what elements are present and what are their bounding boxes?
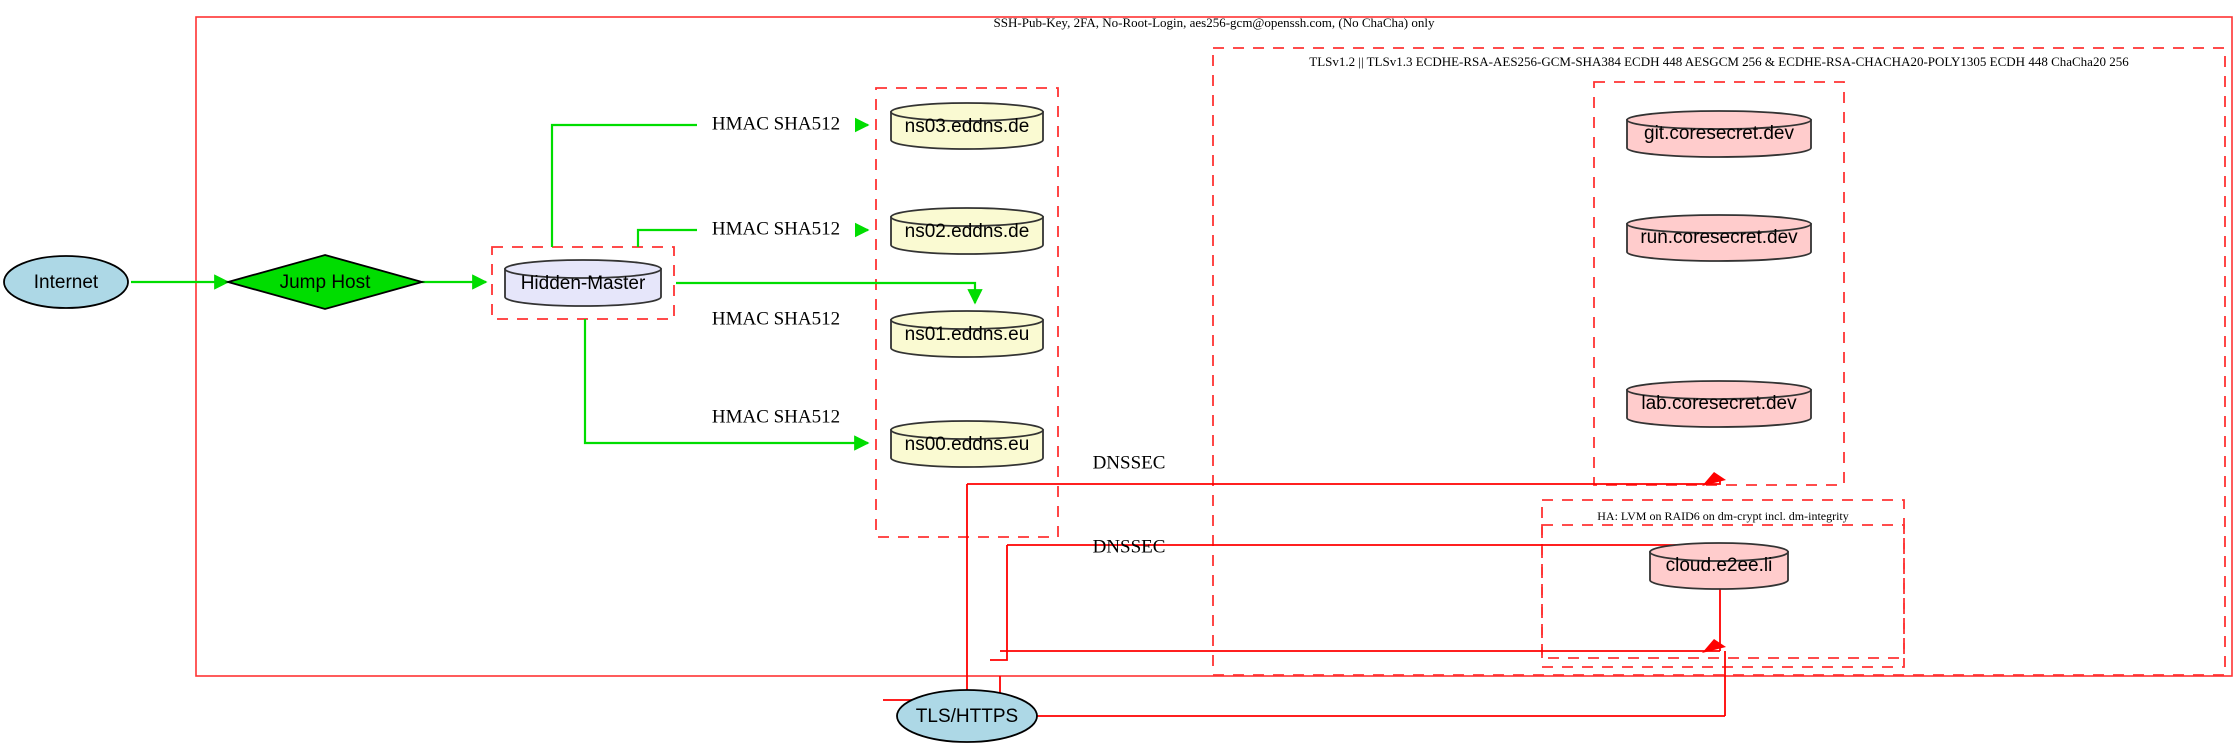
node-cloud-e2ee[interactable]: cloud.e2ee.li bbox=[1649, 542, 1789, 590]
node-ns01[interactable]: ns01.eddns.eu bbox=[890, 310, 1044, 358]
node-run-coresecret[interactable]: run.coresecret.dev bbox=[1626, 214, 1812, 262]
node-lab-coresecret[interactable]: lab.coresecret.dev bbox=[1626, 380, 1812, 428]
edge-label-dnssec-upper: DNSSEC bbox=[1093, 452, 1166, 473]
edge-tls-to-cloud-leg bbox=[990, 545, 1008, 661]
node-internet-label: Internet bbox=[34, 272, 99, 293]
edge-tls-to-cloud-arrowhead bbox=[1702, 639, 1726, 653]
node-tls-https[interactable]: TLS/HTTPS bbox=[896, 689, 1038, 743]
node-git-coresecret-label: git.coresecret.dev bbox=[1644, 123, 1794, 144]
edge-label-hmac-ns03-bg bbox=[697, 114, 855, 134]
edge-tls-to-cloud-mid bbox=[1007, 544, 1721, 651]
node-jump-host-label: Jump Host bbox=[280, 272, 372, 293]
node-run-coresecret-label: run.coresecret.dev bbox=[1640, 227, 1798, 248]
cluster-coresecret-zone bbox=[1593, 81, 1845, 486]
node-hidden-master-label: Hidden-Master bbox=[521, 273, 646, 294]
node-jump-host[interactable]: Jump Host bbox=[224, 254, 426, 310]
edge-label-hmac-ns00-bg bbox=[697, 407, 855, 427]
edge-label-hmac-ns03: HMAC SHA512 bbox=[712, 113, 840, 134]
edge-label-hmac-ns01: HMAC SHA512 bbox=[712, 308, 840, 329]
cluster-tls-zone-label: TLSv1.2 || TLSv1.3 ECDHE-RSA-AES256-GCM-… bbox=[1309, 54, 2129, 69]
edge-label-hmac-ns02-bg bbox=[697, 219, 855, 239]
node-ns00[interactable]: ns00.eddns.eu bbox=[890, 420, 1044, 468]
cluster-ssh-zone-label: SSH-Pub-Key, 2FA, No-Root-Login, aes256-… bbox=[994, 15, 1435, 30]
cluster-ssh-zone: SSH-Pub-Key, 2FA, No-Root-Login, aes256-… bbox=[195, 15, 2233, 677]
node-ns03[interactable]: ns03.eddns.de bbox=[890, 102, 1044, 150]
node-ns02[interactable]: ns02.eddns.de bbox=[890, 207, 1044, 255]
cluster-tls-zone: TLSv1.2 || TLSv1.3 ECDHE-RSA-AES256-GCM-… bbox=[1212, 47, 2226, 676]
node-cloud-e2ee-label: cloud.e2ee.li bbox=[1666, 555, 1773, 576]
edge-tls-to-coresecret-arrowhead bbox=[1702, 472, 1726, 486]
node-tls-https-label: TLS/HTTPS bbox=[916, 706, 1018, 727]
cluster-ha-zone-label: HA: LVM on RAID6 on dm-crypt incl. dm-in… bbox=[1597, 509, 1849, 523]
cluster-cloud-zone bbox=[1541, 524, 1905, 659]
edge-tls-to-coresecret-stub bbox=[967, 480, 1721, 485]
edge-tls-to-coresecret-leg bbox=[883, 484, 968, 701]
edge-label-dnssec-lower: DNSSEC bbox=[1093, 536, 1166, 557]
edge-master-to-ns01 bbox=[676, 281, 983, 305]
edge-label-hmac-ns02: HMAC SHA512 bbox=[712, 218, 840, 239]
node-lab-coresecret-label: lab.coresecret.dev bbox=[1641, 393, 1797, 414]
edge-label-hmac-ns00: HMAC SHA512 bbox=[712, 406, 840, 427]
node-ns01-label: ns01.eddns.eu bbox=[905, 324, 1030, 345]
node-ns03-label: ns03.eddns.de bbox=[905, 116, 1030, 137]
node-hidden-master[interactable]: Hidden-Master bbox=[504, 259, 662, 307]
node-ns02-label: ns02.eddns.de bbox=[905, 221, 1030, 242]
edge-master-to-ns00 bbox=[583, 319, 870, 451]
node-internet[interactable]: Internet bbox=[3, 255, 129, 309]
cluster-hidden-master-zone bbox=[491, 246, 675, 320]
node-git-coresecret[interactable]: git.coresecret.dev bbox=[1626, 110, 1812, 158]
edge-label-group: HMAC SHA512 HMAC SHA512 HMAC SHA512 HMAC… bbox=[697, 113, 1165, 557]
node-ns00-label: ns00.eddns.eu bbox=[905, 434, 1030, 455]
